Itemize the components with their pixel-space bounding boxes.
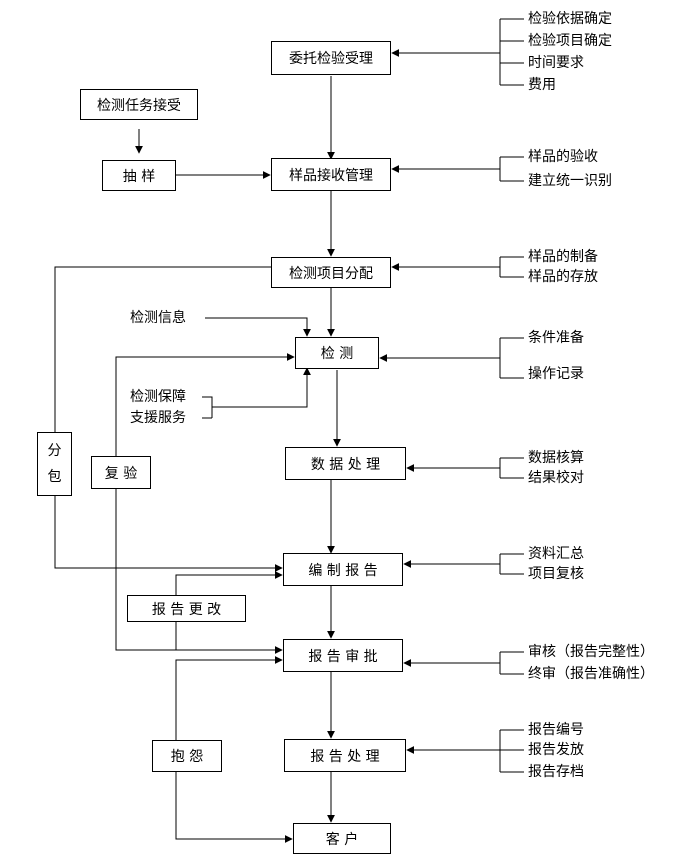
subcontract-label-2: 包	[47, 469, 62, 485]
report-approve-box: 报 告 审 批	[283, 639, 403, 672]
note-commission-3: 时间要求	[528, 55, 584, 71]
note-commission-4: 费用	[528, 77, 556, 93]
subcontract-label-1: 分	[47, 443, 62, 459]
note-sample-2: 建立统一识别	[528, 173, 612, 189]
note-approve-1: 审核（报告完整性）	[528, 644, 654, 660]
note-sample-1: 样品的验收	[528, 149, 598, 165]
note-alloc-2: 样品的存放	[528, 269, 598, 285]
sampling-box: 抽 样	[102, 160, 176, 191]
task-receive-box: 检测任务接受	[80, 89, 198, 120]
subcontract-box: 分 包	[37, 432, 72, 496]
customer-box: 客 户	[293, 823, 391, 854]
note-commission-1: 检验依据确定	[528, 11, 612, 27]
inspect-box: 检 测	[295, 337, 379, 369]
note-compile-1: 资料汇总	[528, 546, 584, 562]
data-process-box: 数 据 处 理	[285, 447, 406, 480]
note-handle-3: 报告存档	[528, 764, 584, 780]
report-handle-box: 报 告 处 理	[284, 739, 406, 772]
sample-mgmt-box: 样品接收管理	[271, 158, 391, 191]
commission-box: 委托检验受理	[271, 41, 391, 75]
note-data-2: 结果校对	[528, 470, 584, 486]
note-compile-2: 项目复核	[528, 566, 584, 582]
note-inspect-2: 操作记录	[528, 366, 584, 382]
support-label-1: 检测保障	[130, 389, 186, 405]
note-handle-2: 报告发放	[528, 742, 584, 758]
report-change-box: 报 告 更 改	[127, 595, 246, 622]
compile-report-box: 编 制 报 告	[283, 553, 403, 586]
inspection-info-label: 检测信息	[130, 310, 186, 326]
note-handle-1: 报告编号	[528, 722, 584, 738]
note-data-1: 数据核算	[528, 450, 584, 466]
note-inspect-1: 条件准备	[528, 330, 584, 346]
recheck-box: 复 验	[91, 456, 151, 489]
note-commission-2: 检验项目确定	[528, 33, 612, 49]
support-label-2: 支援服务	[130, 410, 186, 426]
note-alloc-1: 样品的制备	[528, 249, 598, 265]
project-alloc-box: 检测项目分配	[271, 257, 391, 288]
arrow-info-to-inspect	[205, 317, 311, 337]
note-approve-2: 终审（报告准确性）	[528, 666, 654, 682]
complaint-box: 抱 怨	[152, 740, 222, 772]
